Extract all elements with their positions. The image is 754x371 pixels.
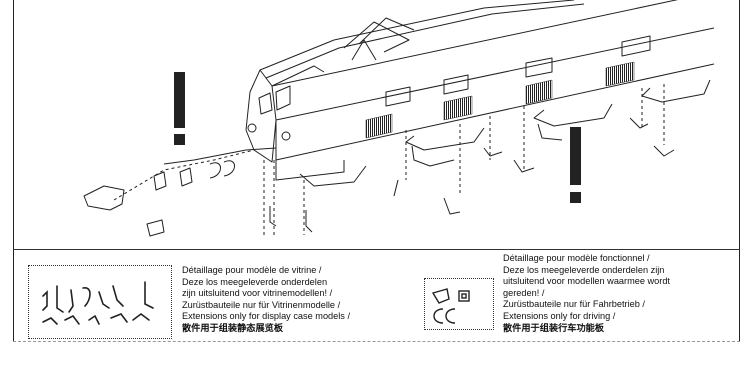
section-divider: [13, 249, 740, 250]
note-line: Deze los meegeleverde onderdelen zijn: [503, 264, 665, 275]
display-parts-box: [28, 265, 172, 339]
display-parts-note: Détaillage pour modèle de vitrine / Deze…: [182, 265, 350, 335]
note-chinese-line: 散件用于组装行车功能板: [503, 322, 605, 333]
driving-parts-icon: [431, 288, 470, 324]
note-line: Zurüstbauteile nur für Vitrinenmodelle /: [182, 299, 341, 310]
driving-parts-box: [424, 278, 494, 330]
exclamation-mark-icon: [174, 72, 185, 145]
note-line: Extensions only for display case models …: [182, 311, 351, 322]
bottom-dashed-rule: [13, 341, 740, 342]
locomotive-assembly-drawing: [83, 0, 715, 237]
exclamation-mark-icon: [570, 127, 581, 203]
note-line: gereden! /: [503, 287, 545, 298]
note-line: Détaillage pour modèle de vitrine /: [182, 265, 322, 275]
frame-left-border: [13, 0, 14, 341]
note-line: Extensions only for driving /: [503, 310, 616, 321]
note-line: Détaillage pour modèle fonctionnel /: [503, 253, 650, 263]
display-parts-icon: [42, 281, 154, 325]
note-line: zijn uitsluitend voor vitrinemodellen! /: [182, 288, 333, 299]
frame-right-border: [739, 0, 740, 341]
note-line: Deze los meegeleverde onderdelen: [182, 276, 328, 287]
note-chinese-line: 散件用于组装静态展览板: [182, 322, 284, 333]
note-line: uitsluitend voor modellen waarmee wordt: [503, 276, 670, 287]
driving-parts-note: Détaillage pour modèle fonctionnel / Dez…: [503, 253, 670, 334]
note-line: Zurüstbauteile nur für Fahrbetrieb /: [503, 299, 645, 310]
